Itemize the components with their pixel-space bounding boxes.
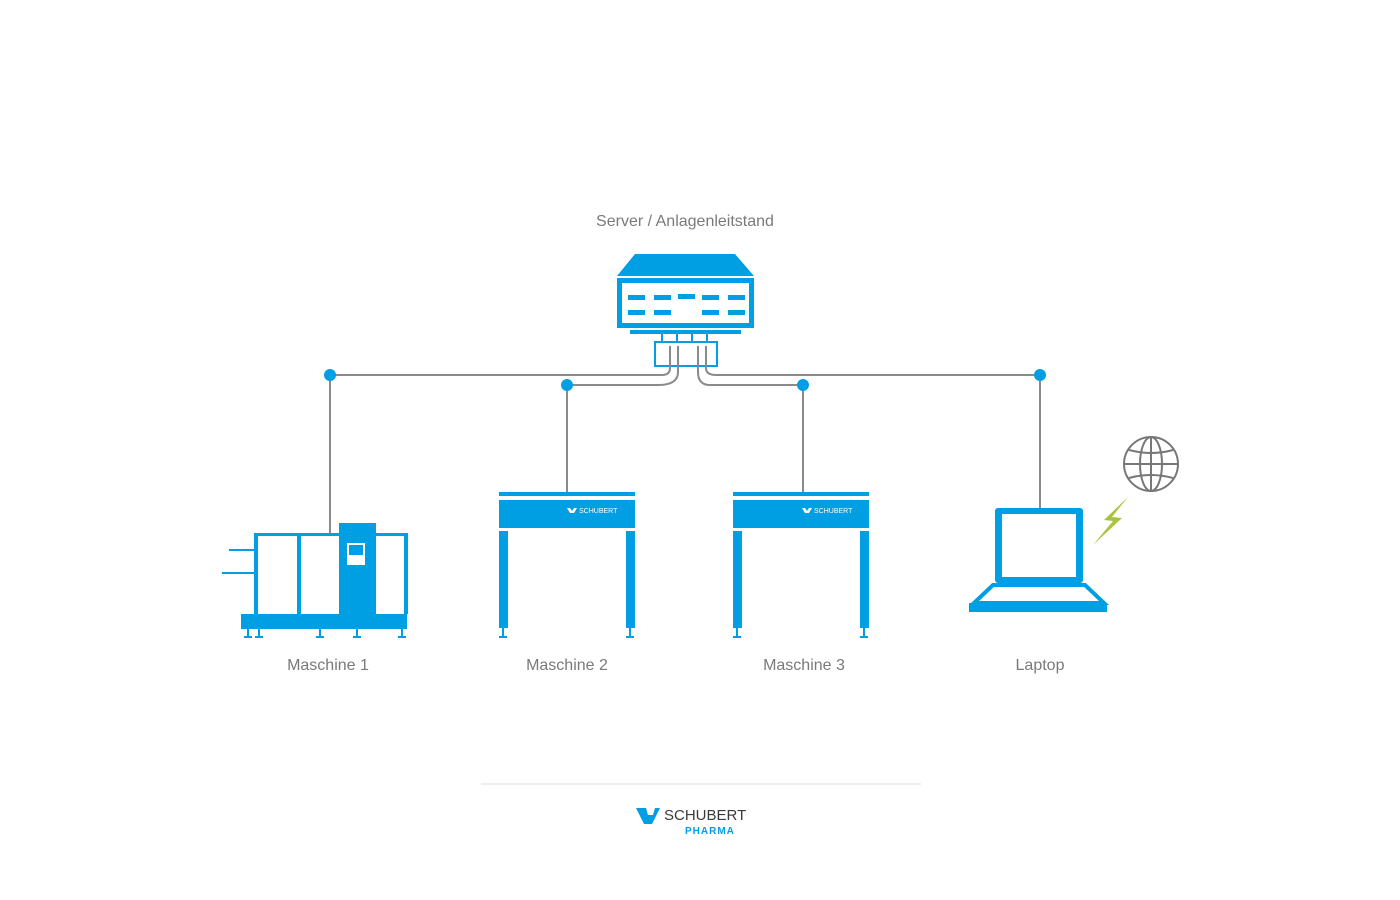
node-laptop xyxy=(1034,369,1046,381)
node-maschine-1 xyxy=(324,369,336,381)
schubert-logo-icon xyxy=(567,508,577,513)
node-maschine-2 xyxy=(561,379,573,391)
node-maschine-3 xyxy=(797,379,809,391)
lightning-icon xyxy=(1093,497,1128,545)
globe-icon xyxy=(1123,436,1179,492)
laptop-icon xyxy=(968,508,1110,612)
maschine-2-brand: SCHUBERT xyxy=(579,508,618,515)
maschine-2-label: Maschine 2 xyxy=(526,657,608,674)
network-switch-icon xyxy=(654,334,718,367)
footer-sub: PHARMA xyxy=(685,826,735,837)
server-icon xyxy=(617,254,754,334)
schubert-logo-icon xyxy=(636,808,660,824)
maschine-3-brand: SCHUBERT xyxy=(814,508,853,515)
network-lines xyxy=(329,346,1041,534)
machine-table-icon xyxy=(733,492,869,638)
schubert-logo-icon xyxy=(802,508,812,513)
laptop-label: Laptop xyxy=(1016,657,1065,674)
packaging-machine-icon xyxy=(222,523,408,638)
server-label: Server / Anlagenleitstand xyxy=(596,213,774,230)
network-nodes xyxy=(324,369,1046,391)
maschine-3-label: Maschine 3 xyxy=(763,657,845,674)
machine-table-icon xyxy=(499,492,635,638)
footer-brand: SCHUBERT xyxy=(664,807,746,824)
maschine-1-label: Maschine 1 xyxy=(287,657,369,674)
